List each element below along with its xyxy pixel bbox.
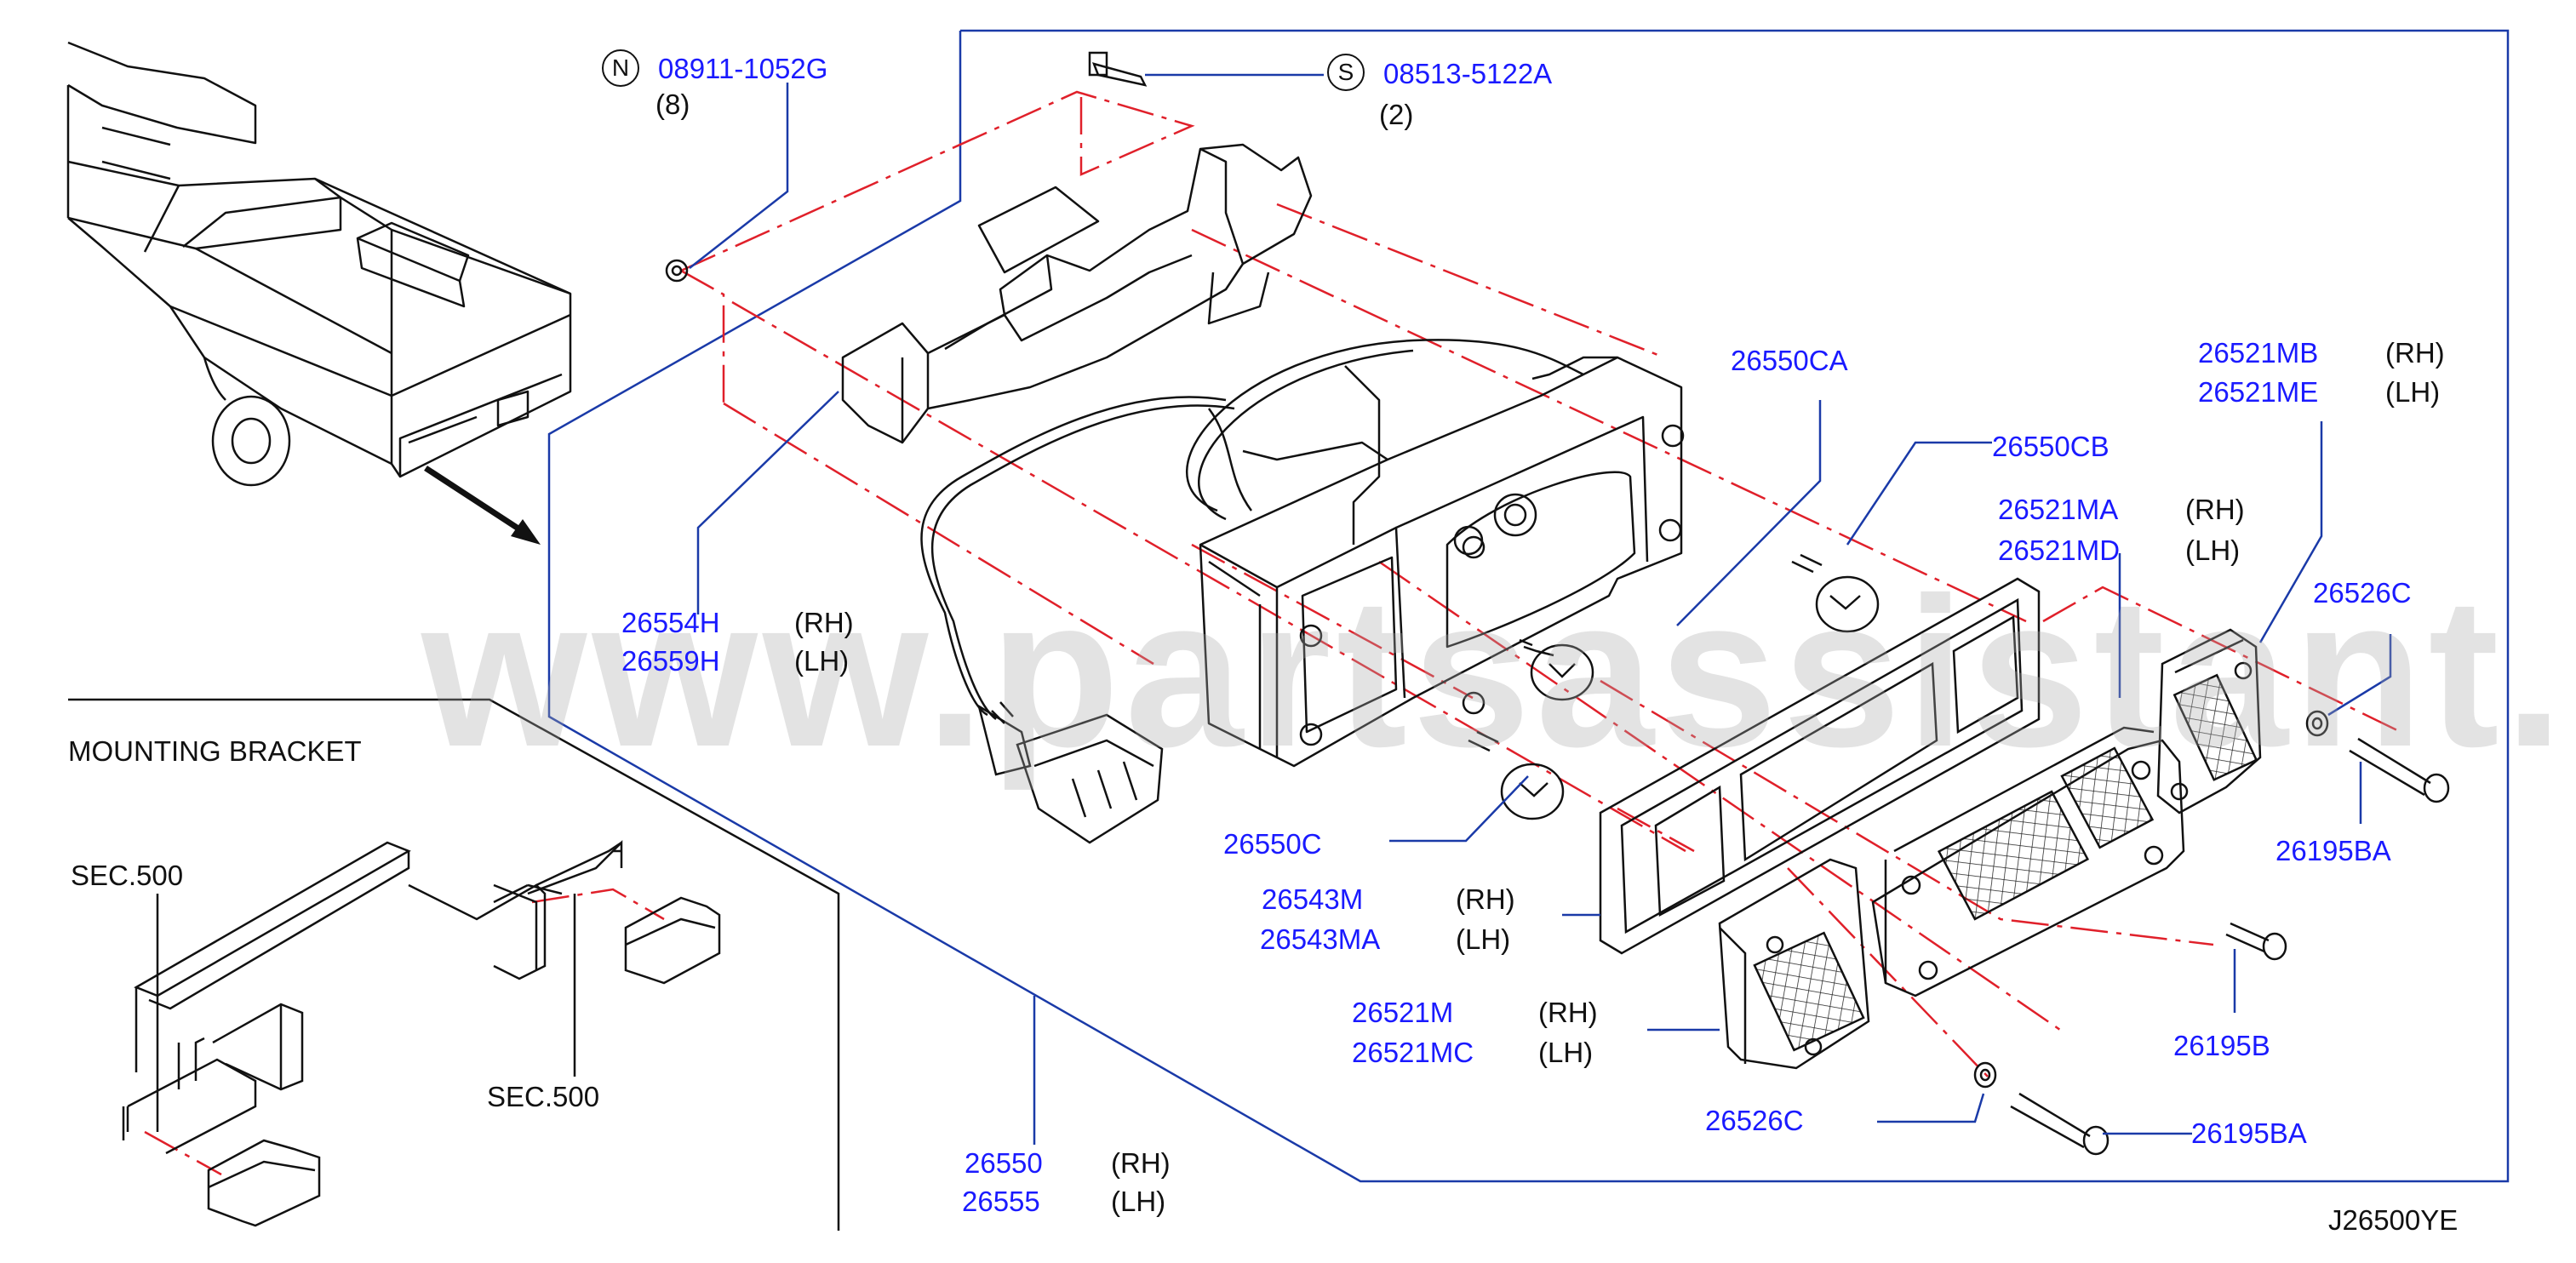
qual-rh-26521MA: (RH) — [2185, 494, 2245, 525]
part-26543MA[interactable]: 26543MA — [1260, 923, 1381, 955]
qual-rh-26521MB: (RH) — [2385, 337, 2445, 369]
nut-qty: (8) — [655, 89, 690, 120]
part-26521ME[interactable]: 26521ME — [2198, 376, 2319, 408]
view-arrow-head — [511, 519, 541, 545]
part-26521MD[interactable]: 26521MD — [1998, 534, 2121, 566]
part-26195B[interactable]: 26195B — [2173, 1030, 2270, 1061]
part-26550CA[interactable]: 26550CA — [1731, 345, 1848, 376]
qual-rh-26554H: (RH) — [794, 607, 854, 638]
side-marker-lens — [2156, 628, 2262, 814]
part-26550[interactable]: 26550 — [965, 1147, 1043, 1179]
inset-frame — [68, 698, 840, 1231]
part-26521MB[interactable]: 26521MB — [2198, 337, 2319, 369]
fasteners-drawing — [665, 51, 2450, 1156]
part-26550CB[interactable]: 26550CB — [1992, 431, 2109, 462]
assembly-frame — [547, 29, 2510, 1183]
screw-symbol: S — [1327, 54, 1365, 91]
rear-lamp-lens-lower — [1718, 858, 1870, 1070]
harness-connector — [977, 701, 1164, 844]
part-26559H[interactable]: 26559H — [621, 645, 720, 677]
inset-ref-right[interactable]: SEC.500 — [487, 1081, 600, 1112]
part-08513-5122A[interactable]: 08513-5122A — [1383, 58, 1553, 89]
lamp-gasket — [1599, 577, 2041, 955]
bulbs — [1468, 553, 1880, 820]
nut-symbol: N — [602, 49, 639, 87]
qual-lh-26559H: (LH) — [794, 645, 850, 677]
qual-rh-26543M: (RH) — [1456, 883, 1515, 915]
qual-lh-26543MA: (LH) — [1456, 923, 1511, 955]
part-26555[interactable]: 26555 — [962, 1186, 1040, 1217]
qual-lh-26521MD: (LH) — [2185, 534, 2241, 566]
part-26521MC[interactable]: 26521MC — [1352, 1037, 1474, 1068]
part-26543M[interactable]: 26543M — [1262, 883, 1364, 915]
view-arrow-shaft — [424, 466, 525, 534]
part-26550C[interactable]: 26550C — [1223, 828, 1322, 860]
part-26195BA-lower[interactable]: 26195BA — [2191, 1117, 2307, 1149]
qual-rh-26521M: (RH) — [1538, 997, 1598, 1028]
qual-lh-26521MC: (LH) — [1538, 1037, 1594, 1068]
qual-lh-26521ME: (LH) — [2385, 376, 2441, 408]
truck-illustration — [66, 41, 572, 487]
qual-lh-26555: (LH) — [1111, 1186, 1166, 1217]
watermark: www.partsassistant.com — [421, 553, 2576, 791]
part-26521M[interactable]: 26521M — [1352, 997, 1454, 1028]
lamp-housing — [841, 143, 1685, 768]
part-26554H[interactable]: 26554H — [621, 607, 720, 638]
phantom-lines — [144, 90, 2401, 1176]
part-26195BA-upper[interactable]: 26195BA — [2275, 835, 2391, 866]
qual-rh-26550: (RH) — [1111, 1147, 1171, 1179]
inset-title: MOUNTING BRACKET — [68, 735, 362, 767]
part-08911-1052G[interactable]: 08911-1052G — [658, 53, 828, 84]
part-26526C-lower[interactable]: 26526C — [1705, 1105, 1804, 1136]
screw-qty: (2) — [1379, 99, 1414, 130]
rear-combination-lens — [1871, 726, 2185, 997]
wiring-harness — [920, 339, 1584, 720]
leader-lines — [689, 73, 2392, 1145]
part-26521MA[interactable]: 26521MA — [1998, 494, 2119, 525]
diagram-code: J26500YE — [2328, 1204, 2459, 1236]
inset-ref-left[interactable]: SEC.500 — [71, 860, 184, 891]
inset-leader-lines — [156, 894, 576, 1132]
part-26526C-upper[interactable]: 26526C — [2313, 577, 2412, 609]
mounting-bracket-inset — [122, 839, 721, 1227]
